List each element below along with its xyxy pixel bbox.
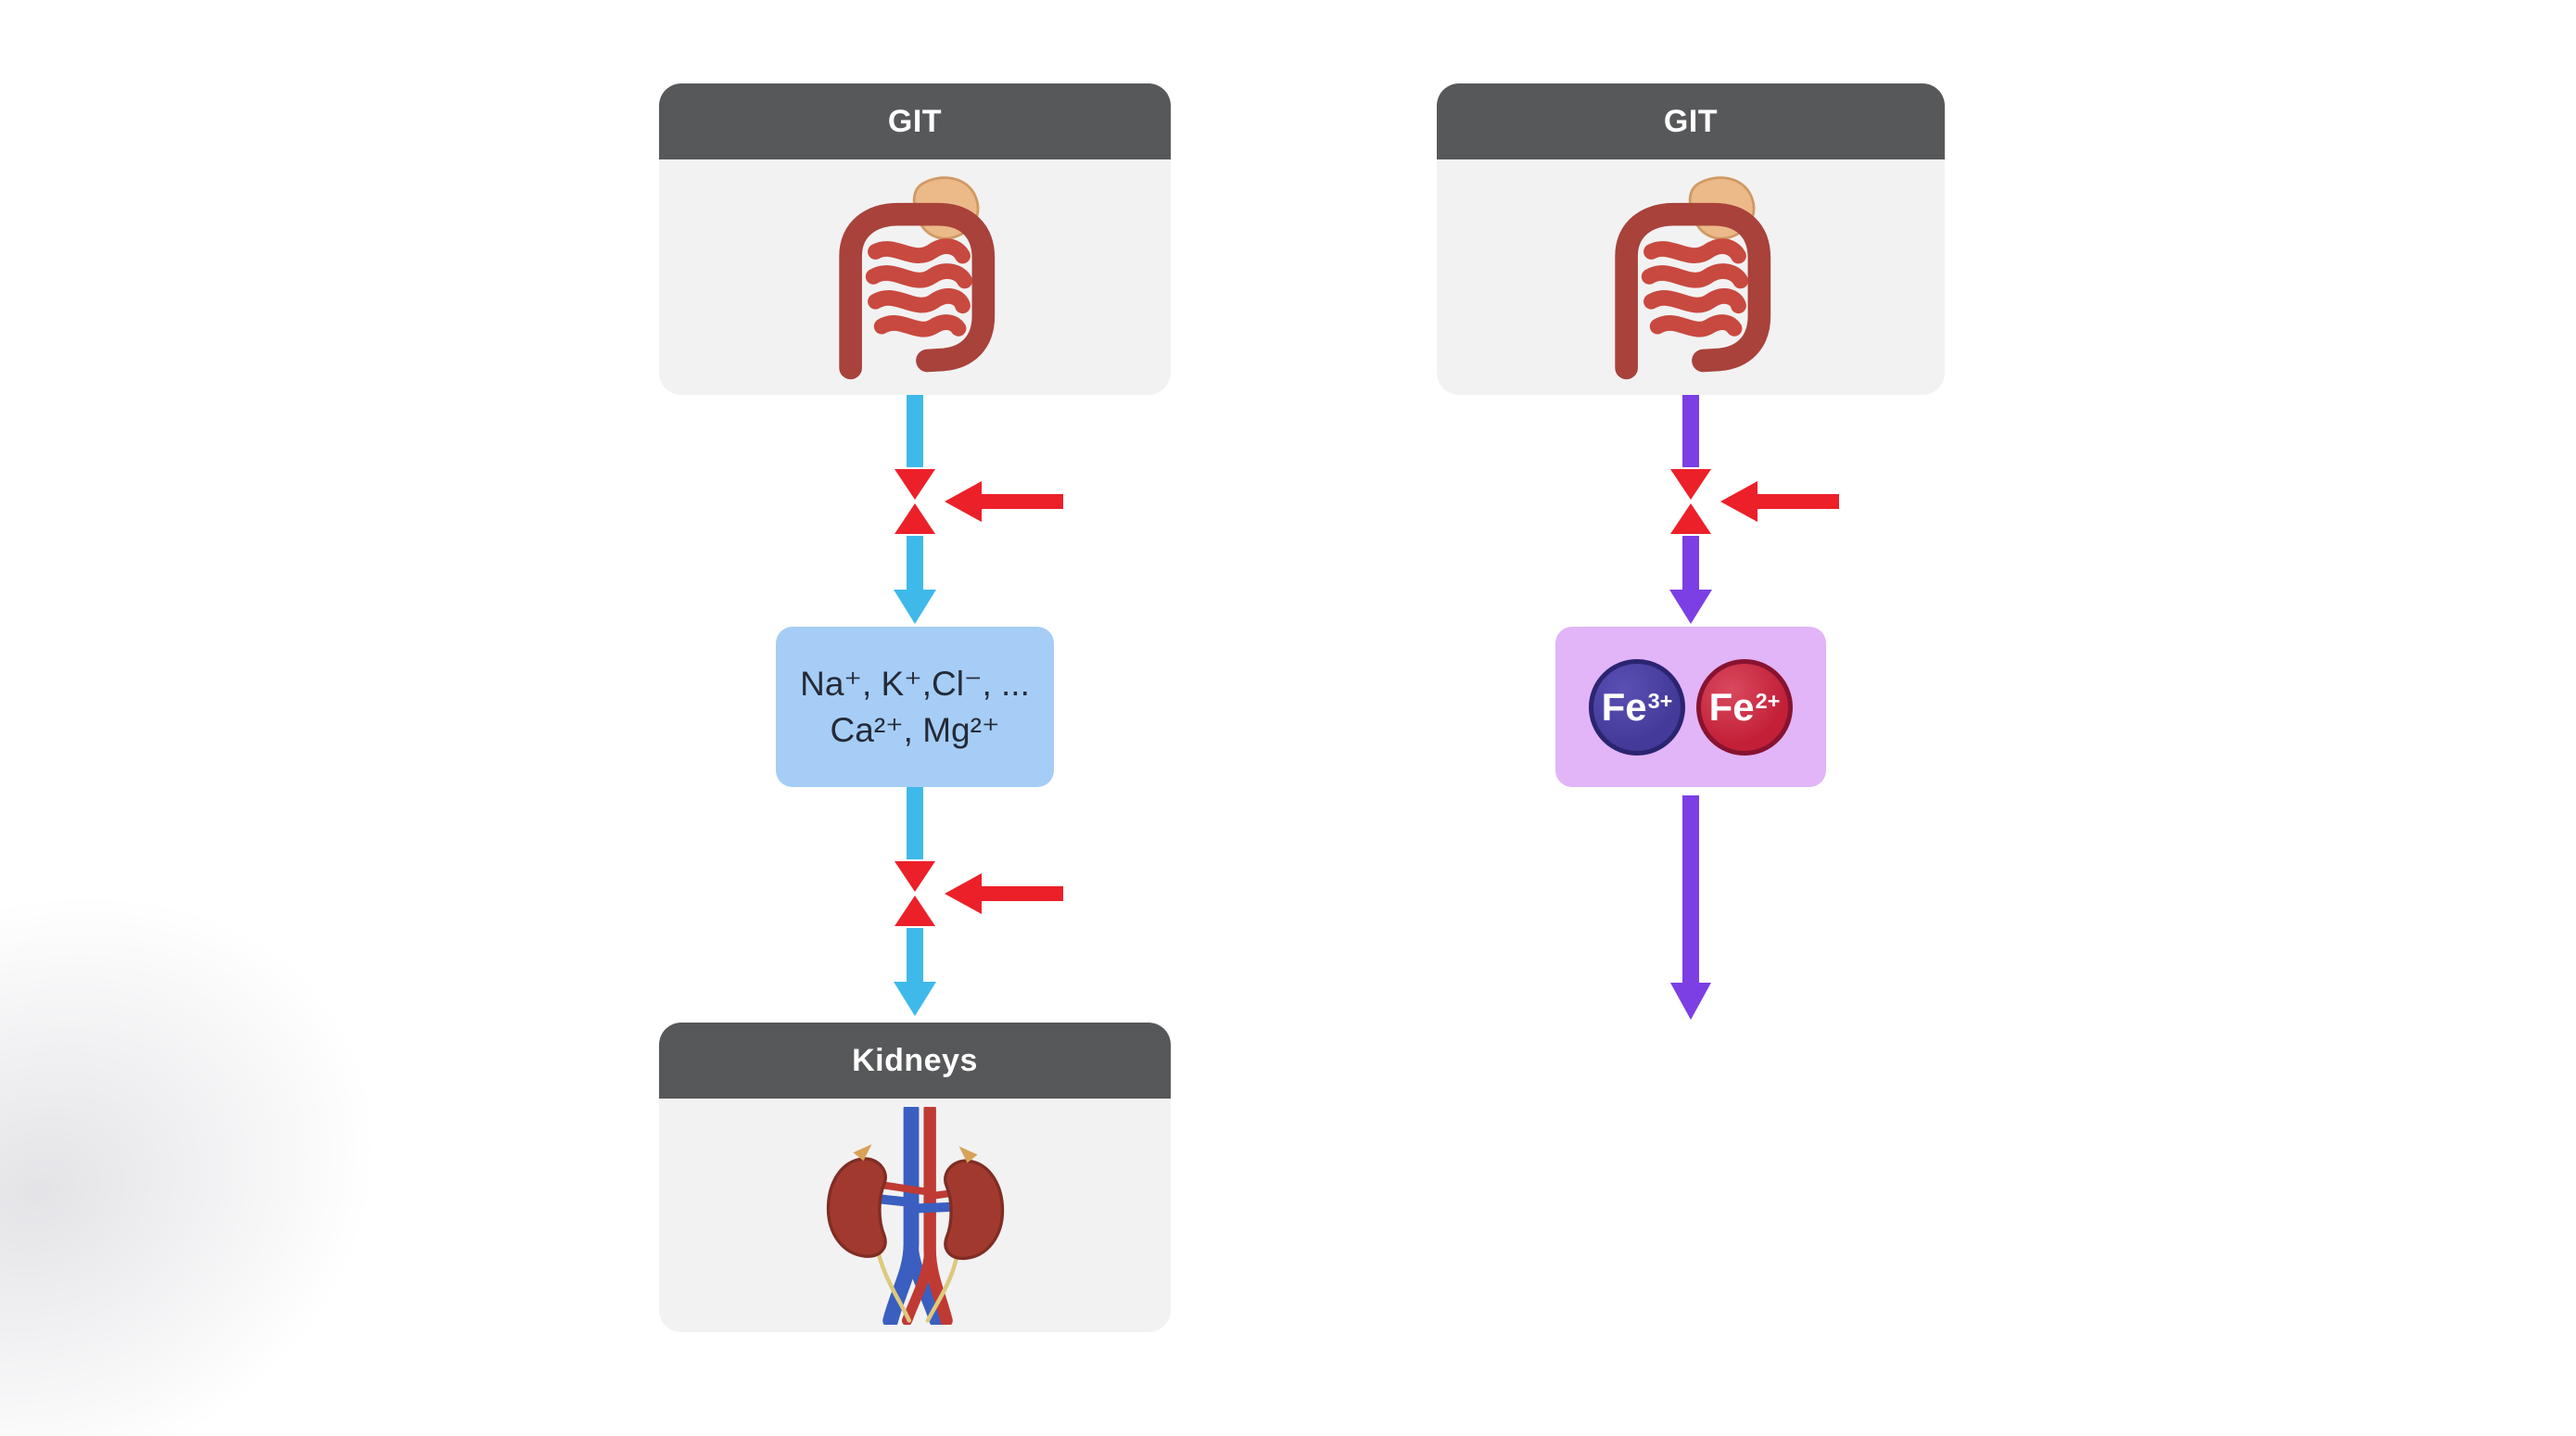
block-top-triangle-icon <box>895 861 935 892</box>
flow-shaft-top <box>907 395 923 467</box>
block-top-triangle-icon <box>1670 469 1711 500</box>
fe3-label: Fe3+ <box>1602 685 1673 730</box>
flow-shaft-bottom <box>907 536 923 591</box>
flow-shaft-bottom <box>1682 536 1699 591</box>
blocked-flow-solutes-to-kidneys <box>894 787 1063 1016</box>
flow-shaft-bottom <box>907 928 923 984</box>
blocked-flow-git-to-iron <box>1669 395 1839 624</box>
block-bottom-triangle-icon <box>895 896 935 926</box>
git-header-left: GIT <box>659 83 1171 159</box>
flow-shaft-top <box>1682 395 1699 467</box>
flow-arrow-iron-out <box>1670 795 1711 1020</box>
intestines-icon <box>839 175 996 379</box>
kidneys-header: Kidneys <box>659 1023 1171 1099</box>
inhibitor-arrow-shaft <box>982 886 1063 901</box>
solutes-line2: Ca²⁺, Mg²⁺ <box>830 710 1000 749</box>
flow-shaft <box>1682 795 1699 985</box>
git-box-right: GIT <box>1437 83 1945 395</box>
inhibitor-arrow-shaft <box>1758 494 1839 509</box>
solutes-box: Na⁺, K⁺,Cl⁻, ... Ca²⁺, Mg²⁺ <box>776 627 1054 787</box>
inhibitor-arrowhead-icon <box>1720 481 1758 522</box>
flow-arrowhead-icon <box>1670 983 1711 1020</box>
solutes-line1: Na⁺, K⁺,Cl⁻, ... <box>800 664 1030 703</box>
background-artifact <box>0 782 478 1436</box>
block-top-triangle-icon <box>895 469 935 500</box>
fe2-base: Fe <box>1708 684 1755 729</box>
kidneys-body <box>659 1099 1171 1332</box>
kidneys-box: Kidneys <box>659 1023 1171 1332</box>
fe2-charge: 2+ <box>1755 688 1781 713</box>
intestines-icon <box>1615 175 1771 379</box>
inhibitor-arrowhead-icon <box>945 481 982 522</box>
git-title-left: GIT <box>887 103 943 139</box>
block-bottom-triangle-icon <box>1670 503 1711 534</box>
git-body-right <box>1437 159 1945 395</box>
flow-arrowhead-icon <box>894 982 936 1016</box>
flow-arrowhead-icon <box>894 590 936 624</box>
fe3-base: Fe <box>1601 684 1647 729</box>
kidneys-icon <box>826 1106 1004 1325</box>
flow-shaft-top <box>907 787 923 859</box>
inhibitor-arrow-shaft <box>982 494 1063 509</box>
kidneys-title: Kidneys <box>852 1042 978 1078</box>
fe3-badge: Fe3+ <box>1589 658 1685 756</box>
flow-arrowhead-icon <box>1669 590 1712 624</box>
block-bottom-triangle-icon <box>895 503 935 534</box>
fe2-badge: Fe2+ <box>1696 658 1793 756</box>
blocked-flow-git-to-solutes <box>894 395 1063 624</box>
fe3-charge: 3+ <box>1647 688 1673 713</box>
git-box-left: GIT <box>659 83 1171 395</box>
fe2-label: Fe2+ <box>1709 685 1781 730</box>
inhibitor-arrowhead-icon <box>945 873 982 914</box>
git-body-left <box>659 159 1171 395</box>
git-header-right: GIT <box>1437 83 1945 159</box>
iron-box: Fe3+ Fe2+ <box>1555 627 1826 787</box>
git-title-right: GIT <box>1663 103 1719 139</box>
